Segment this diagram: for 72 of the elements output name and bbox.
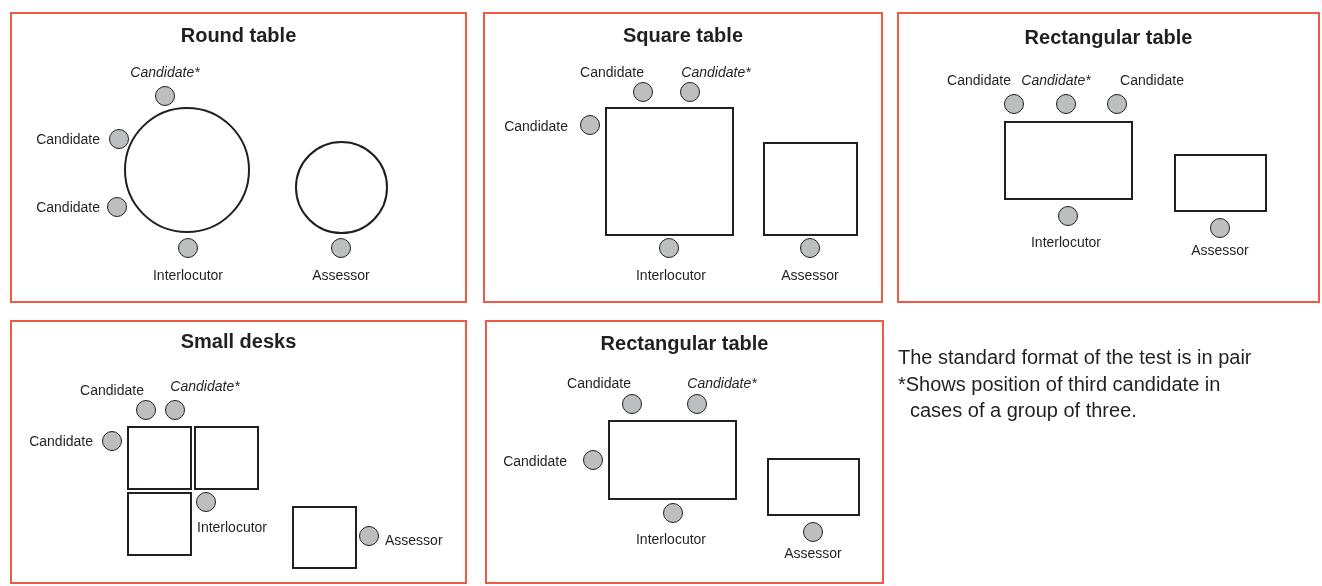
seat-label: Candidate [36,131,100,147]
panel-title: Round table [179,24,298,47]
seat-circle [1004,94,1024,114]
layout-panel [483,12,883,303]
seat-circle [196,492,216,512]
note-text: *Shows position of third candidate in cases of a group of three. [898,372,1222,423]
seat-label: Assessor [781,267,839,283]
seat-label: Assessor [784,545,842,561]
seat-circle [680,82,700,102]
seat-label: Interlocutor [636,531,706,547]
seat-circle [663,503,683,523]
panel-title: Square table [621,24,744,47]
table-rectangle [1174,154,1267,212]
panel-title: Small desks [179,330,298,353]
table-rectangle [127,492,192,556]
seat-circle [359,526,379,546]
seat-label: Candidate [567,375,631,391]
seat-label: Interlocutor [197,519,268,535]
seat-circle [659,238,679,258]
seat-circle [102,431,122,451]
seat-label: Assessor [1191,242,1249,258]
seat-circle [178,238,198,258]
seat-circle [1210,218,1230,238]
layout-panel [10,12,467,303]
seat-circle [155,86,175,106]
seat-circle [800,238,820,258]
seat-circle [331,238,351,258]
seat-label: Candidate [1120,72,1184,88]
seat-label: Candidate* [681,64,751,80]
seat-label: Candidate [504,118,568,134]
seat-label: Candidate [80,382,144,398]
seat-label: Candidate [580,64,644,80]
seat-label: Interlocutor [153,267,223,283]
table-rectangle [1004,121,1133,200]
seat-circle [583,450,603,470]
seat-circle [633,82,653,102]
seat-label: Candidate [29,433,93,449]
seat-label: Candidate* [170,378,240,394]
seat-circle [107,197,127,217]
seat-label: Interlocutor [636,267,706,283]
panel-title: Rectangular table [1023,26,1194,49]
seat-circle [136,400,156,420]
table-rectangle [292,506,357,569]
seat-circle [622,394,642,414]
seat-circle [109,129,129,149]
layout-panel [897,12,1320,303]
table-rectangle [763,142,858,236]
seat-circle [687,394,707,414]
seat-circle [580,115,600,135]
table-rectangle [194,426,259,490]
note-text: The standard format of the test is in pair [898,345,1253,370]
table-rectangle [605,107,734,236]
seat-circle [803,522,823,542]
table-rectangle [127,426,192,490]
layout-panel [485,320,884,584]
layout-panel [10,320,467,584]
table-rectangle [767,458,860,516]
seat-label: Candidate [36,199,100,215]
seat-label: Interlocutor [1031,234,1101,250]
seat-label: Candidate [947,72,1011,88]
panel-title: Rectangular table [599,332,770,355]
seat-label: Assessor [312,267,370,283]
seat-label: Candidate [503,453,567,469]
seat-label: Candidate* [130,64,200,80]
seat-circle [1058,206,1078,226]
seat-circle [165,400,185,420]
table-rectangle [608,420,737,500]
seat-label: Assessor [385,532,443,548]
seat-label: Candidate* [687,375,757,391]
seat-circle [1056,94,1076,114]
seat-label: Candidate* [1021,72,1091,88]
seat-circle [1107,94,1127,114]
